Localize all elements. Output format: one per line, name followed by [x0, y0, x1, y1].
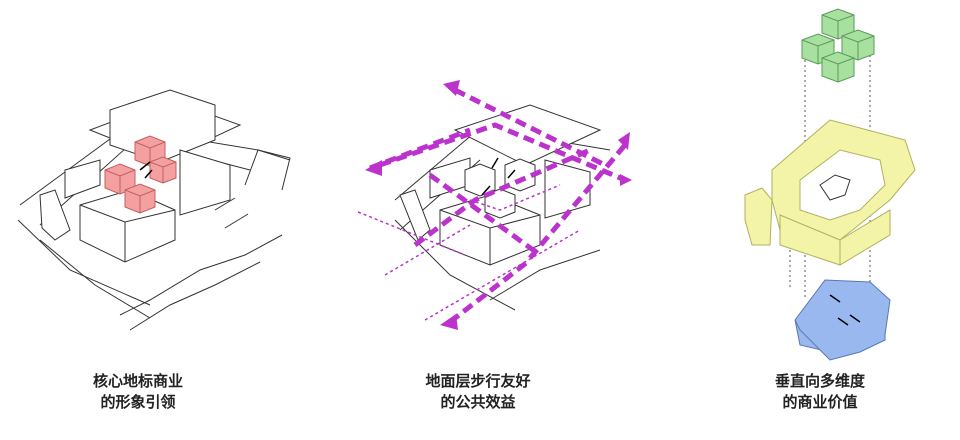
site-buildings — [39, 89, 242, 263]
diagram-pedestrian-ground — [357, 80, 632, 330]
connector-arrows — [829, 294, 861, 326]
caption-vertical-commercial: 垂直向多维度 的商业价值 — [700, 371, 940, 413]
diagram-landmark-commercial — [17, 89, 291, 331]
caption-line-1: 地面层步行友好 — [425, 372, 531, 390]
tower-cubes — [801, 8, 875, 83]
caption-line-2: 的形象引领 — [100, 393, 176, 411]
caption-line-1: 垂直向多维度 — [774, 372, 865, 390]
route-arrowheads — [365, 80, 632, 330]
ground-level-plate — [794, 279, 891, 361]
connector-arrows — [481, 157, 516, 196]
caption-line-2: 的公共效益 — [440, 393, 516, 411]
pedestrian-routes — [369, 87, 627, 324]
podium-blocks — [744, 119, 916, 266]
podium-courtyard-outline — [819, 174, 851, 201]
caption-line-2: 的商业价值 — [782, 393, 858, 411]
connector-arrows — [139, 161, 153, 179]
caption-line-1: 核心地标商业 — [92, 372, 183, 390]
caption-landmark-commercial: 核心地标商业 的形象引领 — [18, 371, 258, 413]
caption-pedestrian-ground: 地面层步行友好 的公共效益 — [358, 371, 598, 413]
diagram-vertical-commercial — [744, 8, 916, 361]
pedestrian-routes-thin — [357, 184, 581, 321]
landmark-towers — [104, 135, 177, 214]
